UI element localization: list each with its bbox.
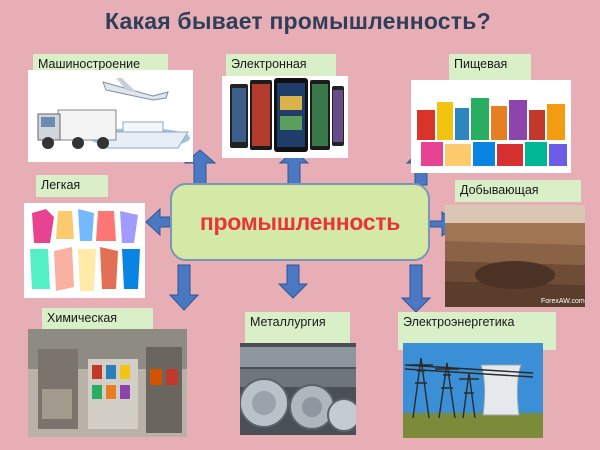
power-image [403, 343, 543, 438]
arrow-left-light [145, 207, 171, 237]
arrow-down-metallurgy [277, 264, 309, 299]
chemical-image [28, 329, 187, 437]
slide-title: Какая бывает промышленность? [105, 8, 491, 34]
center-label: промышленность [199, 208, 401, 235]
arrow-down-power [400, 264, 432, 313]
machine-building-image [28, 70, 193, 162]
electronics-image [222, 76, 348, 158]
label-light: Легкая [36, 175, 108, 197]
mining-image: ForexAW.com [445, 205, 585, 307]
center-box: промышленность [170, 183, 430, 261]
food-image [411, 80, 571, 173]
metallurgy-image [240, 343, 356, 435]
arrow-down-chemical [168, 264, 200, 311]
mining-watermark: ForexAW.com [541, 298, 585, 305]
light-industry-image [24, 203, 145, 298]
label-chemical: Химическая [42, 308, 153, 330]
label-mining: Добывающая [455, 180, 581, 202]
